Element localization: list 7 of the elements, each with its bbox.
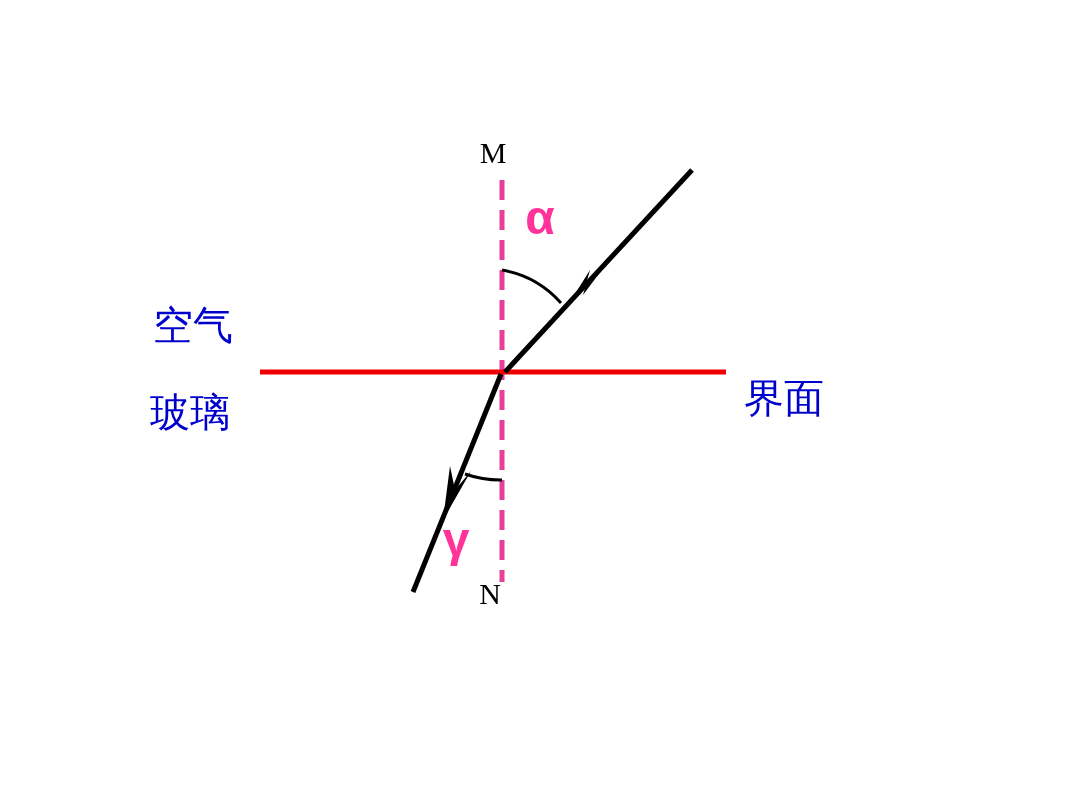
angle-label: γ: [442, 516, 470, 564]
medium-label: 玻璃: [150, 392, 230, 432]
point-label: N: [479, 579, 501, 609]
angle-label: α: [525, 194, 555, 242]
interface-label: 界面: [744, 378, 824, 418]
medium-label: 空气: [153, 305, 233, 345]
point-label: M: [479, 138, 507, 168]
